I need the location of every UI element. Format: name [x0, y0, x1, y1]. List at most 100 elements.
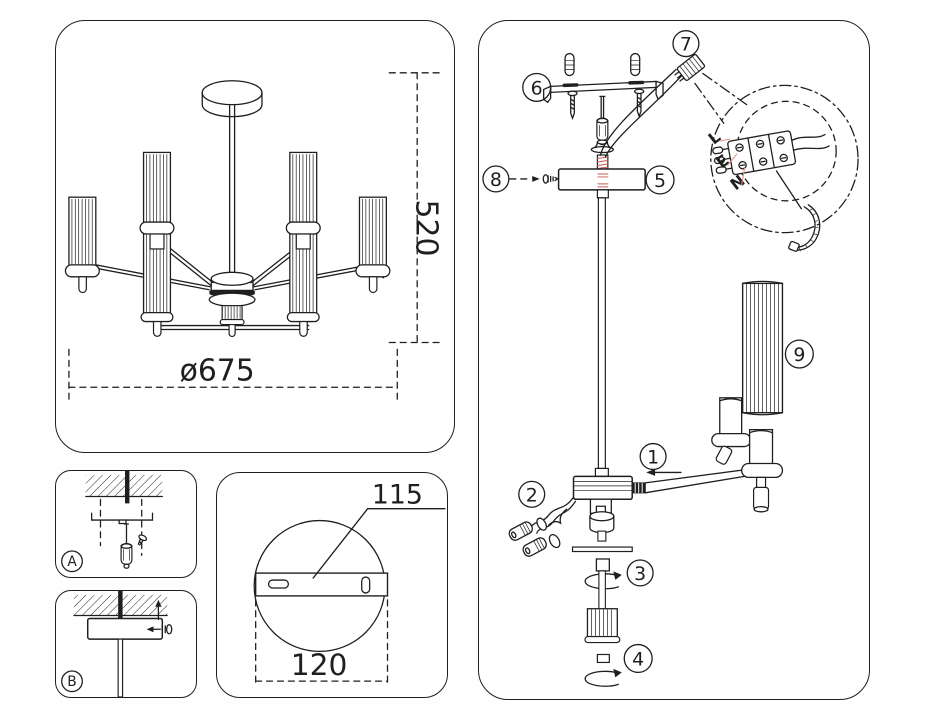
rod-collar — [594, 467, 609, 477]
callout-7-label: 7 — [680, 34, 692, 56]
step-b-panel: B — [55, 590, 197, 698]
hanging-rod — [597, 197, 606, 470]
socket — [589, 511, 615, 542]
up-arrow-icon — [155, 599, 162, 621]
cable-tie — [788, 204, 821, 252]
detail-leaders — [694, 72, 749, 124]
mains-wires — [791, 133, 830, 151]
step-b-drawing: B — [61, 591, 173, 697]
callout-6-label: 6 — [531, 77, 543, 99]
hanging-rod — [117, 638, 124, 697]
thread-marks — [597, 173, 609, 188]
flat-disc — [571, 546, 633, 553]
diameter-dim-label: ø675 — [180, 353, 255, 388]
screwdriver-icon — [596, 95, 609, 146]
assembly-panel: 6 — [478, 20, 870, 700]
threaded-stud — [118, 591, 123, 620]
height-dim-label: 520 — [409, 200, 444, 257]
callout-4: 4 — [623, 643, 653, 674]
callout-9-label: 9 — [793, 344, 805, 366]
callout-8: 8 — [482, 165, 510, 193]
plate-diameter-dimension: 120 — [255, 599, 389, 684]
ceiling-canopy — [201, 80, 263, 118]
step-a-panel: A — [55, 470, 197, 578]
tie-leader — [775, 170, 802, 210]
callout-4-label: 4 — [632, 648, 644, 670]
lamp-shade — [741, 280, 784, 416]
central-hub — [208, 271, 256, 338]
slot-right — [361, 576, 371, 594]
slot-spacing-label: 115 — [372, 480, 423, 511]
callout-3: 3 — [626, 559, 654, 587]
lamp-shade-outer-right — [355, 196, 391, 294]
thread-marks — [596, 156, 609, 169]
callout-8-label: 8 — [490, 169, 502, 191]
slot-left — [267, 579, 290, 589]
diameter-dimension: ø675 — [68, 348, 398, 402]
lamp-shade-inner-right — [285, 151, 321, 337]
wire-lugs — [712, 146, 733, 174]
callout-5: 5 — [645, 165, 675, 195]
finial — [584, 608, 621, 644]
wire-label-live: L — [705, 127, 725, 148]
leader-line — [312, 508, 446, 579]
step-a-label: A — [67, 554, 77, 570]
screw-icon — [634, 88, 645, 119]
wall-anchor-icon — [630, 52, 641, 77]
terminal-block — [712, 130, 830, 176]
step-a-badge: A — [61, 550, 83, 573]
step-b-label: B — [67, 674, 76, 690]
connector-ring — [536, 517, 548, 531]
lamp-shade-inner-left — [139, 151, 175, 337]
callout-3-label: 3 — [634, 563, 646, 585]
end-cap — [596, 653, 610, 664]
terminal-connector — [674, 54, 706, 82]
mount-plate-drawing: 115 120 — [253, 480, 446, 684]
threaded-nipple — [596, 154, 609, 170]
mounting-bracket — [91, 512, 154, 525]
wall-anchor-icon — [564, 52, 575, 77]
callout-9: 9 — [784, 339, 814, 369]
central-hub — [572, 475, 633, 501]
lamp-shade-outer-left — [64, 196, 100, 294]
callout-6: 6 — [522, 72, 552, 102]
height-dimension: 520 — [388, 72, 444, 344]
callout-1-label: 1 — [647, 446, 659, 468]
callout-2-label: 2 — [526, 484, 538, 506]
supply-wires — [599, 68, 683, 158]
hanging-rod — [228, 104, 236, 274]
screw-icon — [137, 534, 148, 546]
callout-1: 1 — [639, 442, 667, 471]
callout-5-label: 5 — [654, 170, 666, 192]
callout-2: 2 — [518, 480, 546, 508]
ceiling-hatch — [85, 474, 163, 498]
plate-diameter-label: 120 — [291, 648, 348, 683]
lamp-holder — [741, 428, 784, 513]
wire-connector — [508, 521, 534, 541]
side-screw-icon — [509, 174, 559, 184]
threaded-stud — [125, 471, 130, 504]
mount-plate-panel: 115 120 — [216, 472, 448, 698]
lamp-holder — [711, 397, 752, 465]
chandelier-arm — [632, 467, 758, 494]
step-a-drawing: A — [61, 471, 163, 573]
wire-label-leaders — [719, 138, 746, 186]
step-b-badge: B — [61, 670, 83, 693]
chandelier-drawing: 520 ø675 — [64, 72, 444, 402]
side-screw-icon — [146, 624, 173, 635]
wire-label-neutral: N — [726, 171, 748, 194]
assembly-drawing: 6 — [482, 30, 859, 687]
square-nut — [595, 558, 610, 572]
rotate-arrow-icon — [584, 668, 622, 687]
wiring-detail: L E N — [705, 84, 859, 252]
threaded-stem — [598, 570, 606, 612]
overview-panel: 520 ø675 — [55, 20, 455, 453]
wire-connector — [522, 537, 547, 557]
canopy — [557, 168, 646, 199]
screwdriver-icon — [120, 523, 133, 569]
mounting-bar — [254, 572, 389, 597]
callout-7: 7 — [672, 30, 700, 58]
screw-icon — [567, 90, 578, 121]
connector-ring — [548, 533, 561, 549]
